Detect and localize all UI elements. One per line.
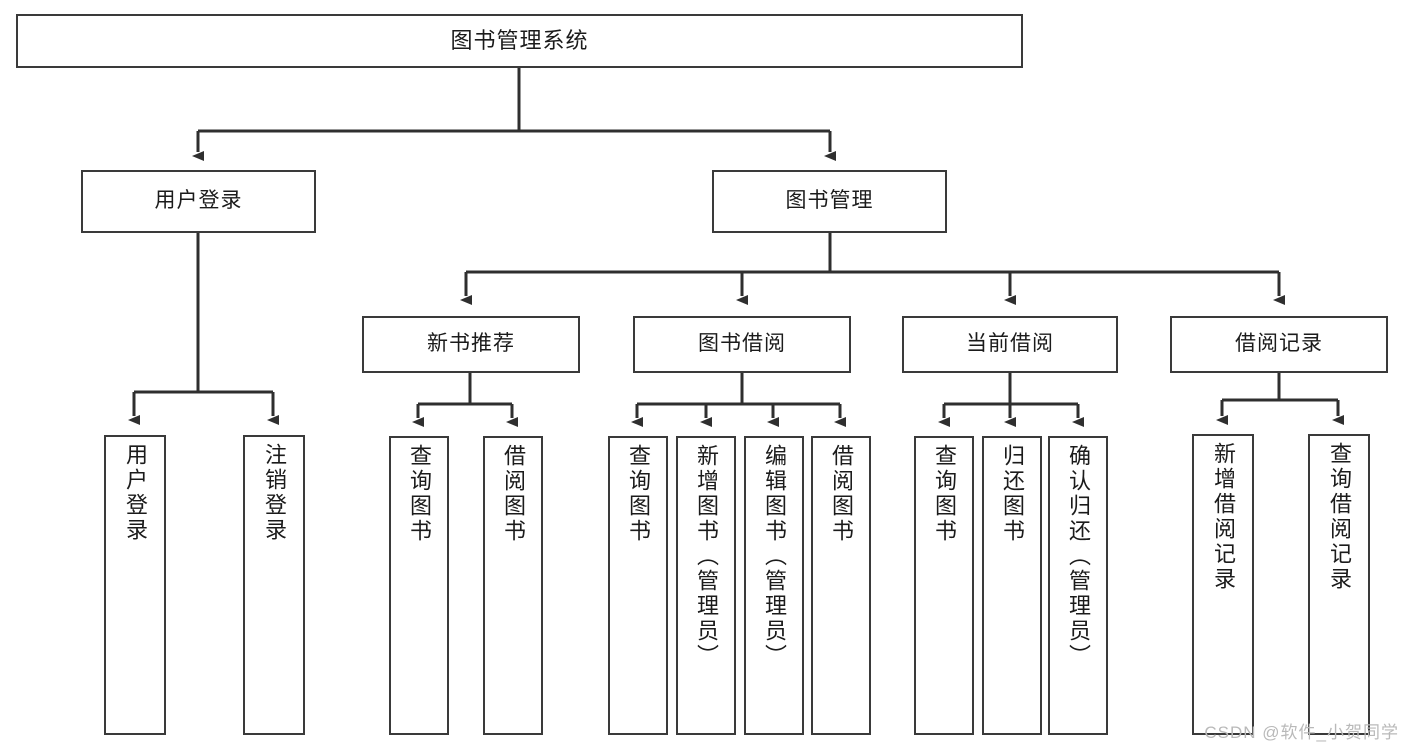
node-label: 当前借阅 xyxy=(966,332,1054,356)
node-label: 新书推荐 xyxy=(427,332,515,356)
leaf-borrow-edit-book-admin[interactable]: 编辑图书（管理员） xyxy=(744,436,804,735)
leaf-user-login[interactable]: 用户登录 xyxy=(104,435,166,735)
leaf-record-add-borrow-record[interactable]: 新增借阅记录 xyxy=(1192,434,1254,735)
node-label: 编辑图书（管理员） xyxy=(762,444,787,669)
node-label: 新增借阅记录 xyxy=(1211,442,1236,592)
leaf-record-query-borrow-record[interactable]: 查询借阅记录 xyxy=(1308,434,1370,735)
node-label: 查询借阅记录 xyxy=(1327,442,1352,592)
leaf-current-confirm-return-admin[interactable]: 确认归还（管理员） xyxy=(1048,436,1108,735)
leaf-current-query-book[interactable]: 查询图书 xyxy=(914,436,974,735)
leaf-borrow-query-book[interactable]: 查询图书 xyxy=(608,436,668,735)
node-label: 借阅图书 xyxy=(501,444,526,544)
node-label: 新增图书（管理员） xyxy=(694,444,719,669)
node-borrow-record[interactable]: 借阅记录 xyxy=(1170,316,1388,373)
node-label: 查询图书 xyxy=(626,444,651,544)
node-label: 确认归还（管理员） xyxy=(1066,444,1091,669)
node-label: 归还图书 xyxy=(1000,444,1025,544)
leaf-recommend-query-book[interactable]: 查询图书 xyxy=(389,436,449,735)
node-current-borrow[interactable]: 当前借阅 xyxy=(902,316,1118,373)
leaf-borrow-borrow-book[interactable]: 借阅图书 xyxy=(811,436,871,735)
node-book-management[interactable]: 图书管理 xyxy=(712,170,947,233)
node-label: 图书管理系统 xyxy=(450,28,589,54)
leaf-user-logout[interactable]: 注销登录 xyxy=(243,435,305,735)
leaf-recommend-borrow-book[interactable]: 借阅图书 xyxy=(483,436,543,735)
node-label: 查询图书 xyxy=(932,444,957,544)
node-label: 注销登录 xyxy=(262,443,287,543)
leaf-borrow-add-book-admin[interactable]: 新增图书（管理员） xyxy=(676,436,736,735)
leaf-current-return-book[interactable]: 归还图书 xyxy=(982,436,1042,735)
csdn-watermark: CSDN @软件_小贺同学 xyxy=(1204,723,1399,742)
node-label: 查询图书 xyxy=(407,444,432,544)
node-label: 用户登录 xyxy=(154,189,243,213)
node-label: 图书借阅 xyxy=(698,332,786,356)
node-book-borrow[interactable]: 图书借阅 xyxy=(633,316,851,373)
node-root-system[interactable]: 图书管理系统 xyxy=(16,14,1023,68)
node-new-book-recommend[interactable]: 新书推荐 xyxy=(362,316,580,373)
node-label: 图书管理 xyxy=(785,189,874,213)
node-label: 借阅记录 xyxy=(1235,332,1323,356)
node-label: 借阅图书 xyxy=(829,444,854,544)
node-label: 用户登录 xyxy=(123,443,148,543)
node-user-login[interactable]: 用户登录 xyxy=(81,170,316,233)
